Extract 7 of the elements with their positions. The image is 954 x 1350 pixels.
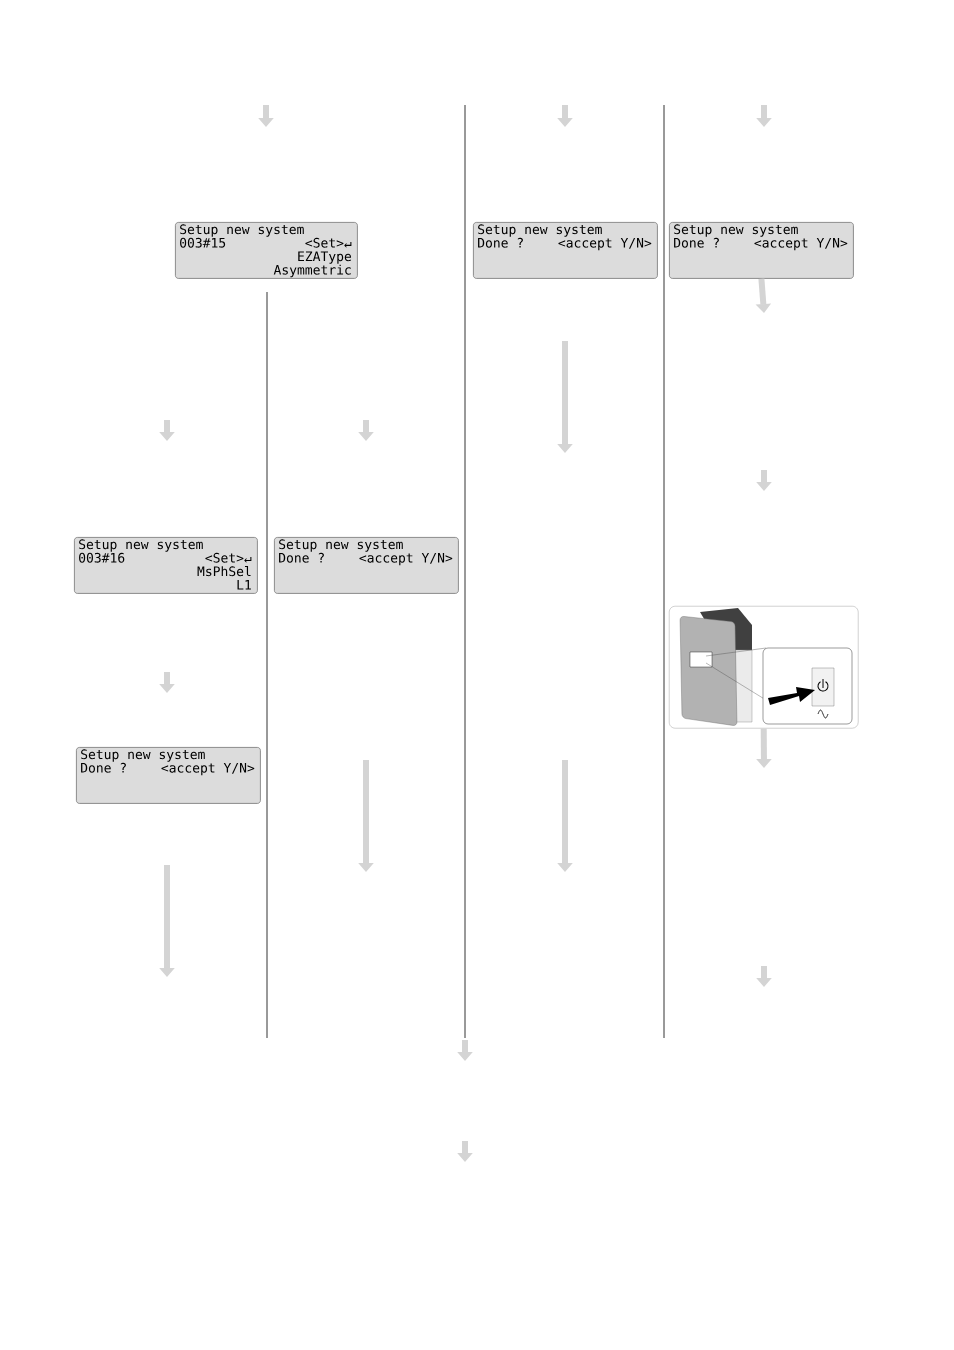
lcd-display: Setup new system Done ? <accept Y/N> xyxy=(76,747,261,804)
lcd-display: Setup new system Done ? <accept Y/N> xyxy=(669,222,854,279)
device-illustration xyxy=(669,606,859,729)
lcd-display: Setup new system 003#16 <Set>↵ MsPhSel L1 xyxy=(74,537,258,594)
lcd-display: Setup new system 003#15 <Set>↵ EZAType Asymmetric xyxy=(175,222,358,279)
lcd-display: Setup new system Done ? <accept Y/N> xyxy=(274,537,459,594)
lcd-display: Setup new system Done ? <accept Y/N> xyxy=(473,222,658,279)
